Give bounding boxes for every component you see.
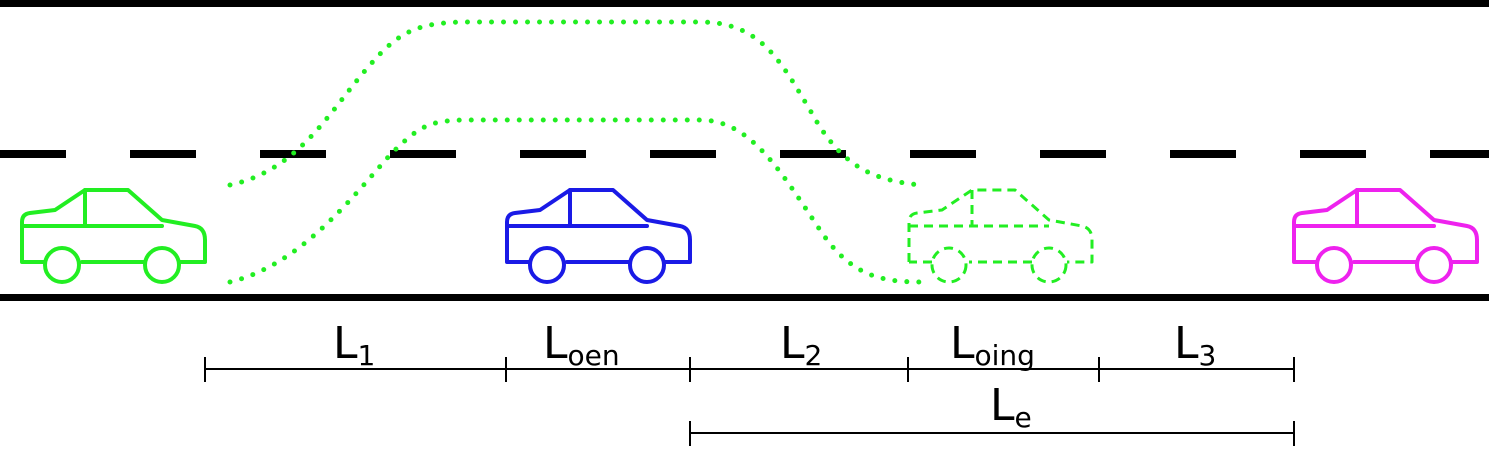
road-top-edge bbox=[0, 0, 1489, 7]
magenta-car bbox=[1292, 188, 1479, 284]
green-car-dashed bbox=[907, 188, 1094, 284]
label-Loen: Loen bbox=[543, 318, 620, 372]
blue-car bbox=[505, 188, 692, 284]
dimension-line-segments bbox=[204, 357, 1295, 382]
label-L3: L3 bbox=[1174, 318, 1216, 372]
road-bottom-edge bbox=[0, 294, 1489, 301]
dimension-line-Le bbox=[689, 421, 1295, 446]
label-Le: Le bbox=[990, 380, 1032, 434]
trajectory-upper-bound bbox=[227, 19, 923, 188]
trajectory-lower-bound bbox=[227, 117, 923, 285]
green-car bbox=[20, 188, 207, 284]
label-L2: L2 bbox=[780, 318, 822, 372]
label-Loing: Loing bbox=[950, 318, 1035, 372]
label-L1: L1 bbox=[333, 318, 375, 372]
